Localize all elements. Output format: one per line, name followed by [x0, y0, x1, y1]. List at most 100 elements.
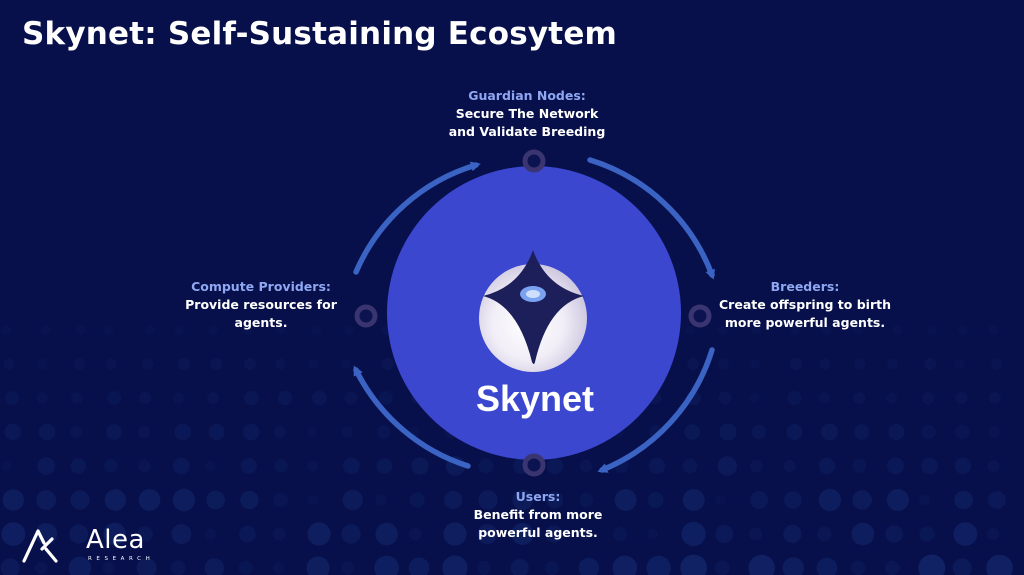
- background-dot: [987, 426, 1000, 438]
- brand-name: Alea: [86, 525, 145, 555]
- background-dot: [613, 527, 628, 541]
- background-dot: [343, 457, 360, 475]
- background-dot: [307, 494, 318, 506]
- background-dot: [783, 459, 796, 473]
- background-dot: [926, 325, 937, 335]
- background-dot: [376, 458, 393, 474]
- background-dot: [103, 522, 126, 546]
- background-dot: [73, 358, 86, 370]
- breeders-node-ring: [688, 304, 712, 328]
- background-dot: [751, 325, 762, 335]
- background-dot: [172, 392, 185, 404]
- background-dot: [719, 423, 737, 441]
- background-dot: [681, 521, 706, 547]
- background-dot: [242, 325, 253, 335]
- background-dot: [106, 424, 122, 440]
- background-dot: [70, 392, 83, 404]
- background-dot: [409, 527, 422, 541]
- background-dot: [0, 558, 20, 575]
- background-dot: [5, 391, 20, 405]
- background-dot: [853, 392, 866, 404]
- background-dot: [172, 488, 196, 512]
- background-dot: [717, 325, 728, 335]
- background-dot: [821, 325, 832, 335]
- background-dot: [986, 554, 1013, 575]
- background-dot: [685, 325, 696, 335]
- background-dot: [138, 489, 161, 511]
- background-dot: [340, 561, 355, 575]
- background-dot: [850, 560, 866, 575]
- background-dot: [816, 557, 838, 575]
- background-dot: [546, 457, 564, 475]
- background-dot: [307, 522, 331, 546]
- background-dot: [36, 490, 57, 510]
- background-dot: [749, 459, 763, 473]
- background-dot: [687, 357, 700, 371]
- background-dot: [244, 358, 257, 370]
- background-dot: [919, 494, 930, 506]
- background-dot: [751, 424, 767, 440]
- background-dot: [1, 460, 12, 472]
- background-dot: [68, 556, 92, 575]
- alea-mark-icon: [22, 529, 58, 563]
- background-dot: [921, 424, 936, 440]
- background-dot: [107, 391, 122, 405]
- alea-research-logo: Alea RESEARCH: [22, 525, 182, 565]
- background-dot: [138, 426, 151, 438]
- background-dot: [206, 490, 225, 510]
- background-dot: [988, 491, 1006, 509]
- background-dot: [307, 460, 319, 472]
- background-dot: [957, 325, 968, 335]
- background-dot: [40, 325, 51, 335]
- background-dot: [614, 489, 637, 511]
- background-dot: [892, 325, 903, 335]
- compute-desc-line1: Provide resources for: [185, 297, 337, 312]
- background-dot: [376, 425, 391, 439]
- background-dot: [749, 358, 761, 370]
- background-dot: [544, 561, 559, 575]
- background-dot: [851, 522, 875, 546]
- background-dot: [70, 458, 87, 474]
- background-dot: [75, 325, 86, 335]
- background-dot: [240, 490, 259, 510]
- background-dot: [274, 459, 288, 473]
- background-dot: [70, 426, 83, 438]
- background-dot: [205, 528, 217, 540]
- background-dot: [374, 555, 399, 575]
- compute-desc-line2: agents.: [234, 315, 288, 330]
- background-dot: [989, 392, 1001, 404]
- background-dot: [381, 357, 394, 371]
- background-dot: [208, 423, 225, 441]
- compute-providers-text: Compute Providers: Provide resources for…: [166, 278, 356, 332]
- background-dot: [443, 522, 467, 546]
- background-dot: [239, 525, 256, 543]
- background-dot: [37, 457, 56, 475]
- background-dot: [478, 490, 498, 510]
- background-dot: [921, 457, 938, 475]
- background-dot: [886, 392, 898, 404]
- background-dot: [884, 560, 900, 575]
- users-node-ring: [522, 453, 546, 477]
- background-dot: [3, 358, 15, 370]
- breeders-desc-line2: more powerful agents.: [724, 315, 886, 330]
- background-dot: [784, 491, 802, 509]
- background-dot: [646, 555, 671, 575]
- background-dot: [409, 492, 425, 508]
- compute-node-ring: [354, 304, 378, 328]
- background-dot: [104, 459, 118, 473]
- arrow-breeders-to-users: [597, 347, 715, 473]
- background-dot: [715, 494, 726, 506]
- breeders-heading: Breeders:: [770, 279, 840, 294]
- background-dot: [273, 492, 288, 508]
- background-dot: [204, 558, 225, 575]
- guardian-heading: Guardian Nodes:: [468, 88, 586, 103]
- background-dot: [274, 426, 286, 438]
- background-dot: [137, 459, 151, 473]
- background-dot: [510, 558, 529, 575]
- background-dot: [478, 458, 494, 474]
- background-dot: [987, 528, 1000, 540]
- background-dot: [647, 528, 658, 540]
- background-dot: [277, 390, 293, 406]
- background-dot: [682, 458, 698, 474]
- background-dot: [952, 558, 972, 575]
